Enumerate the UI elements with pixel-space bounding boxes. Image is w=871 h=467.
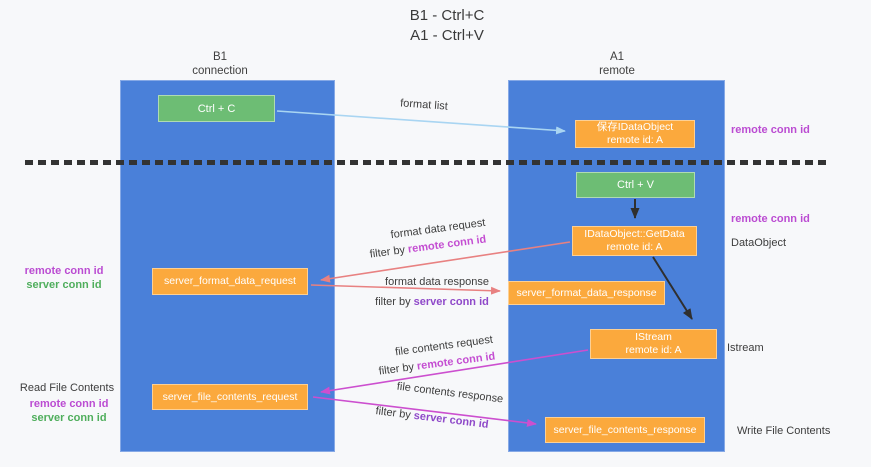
server-file-contents-request-box: server_file_contents_request — [152, 384, 308, 410]
save-idataobject-line2: remote id: A — [606, 134, 664, 146]
istream-note: Istream — [727, 342, 764, 354]
remote-conn-id-note: remote conn id — [24, 265, 104, 277]
read-file-contents-label: Read File Contents — [19, 382, 115, 394]
filter-by-text: filter by — [369, 244, 406, 261]
file-contents-response-label: file contents response — [396, 380, 504, 406]
filter-by-text: filter by — [374, 405, 412, 422]
dashed-divider-line — [25, 160, 831, 165]
server-format-data-request-box: server_format_data_request — [152, 268, 308, 295]
ctrl-c-box: Ctrl + C — [158, 95, 275, 122]
server-conn-id-keyword: server conn id — [413, 296, 489, 308]
write-file-contents-label: Write File Contents — [737, 425, 831, 437]
lifeline-a1-role: remote — [599, 65, 635, 77]
filter-by-text: filter by — [378, 361, 415, 378]
title-line-2: A1 - Ctrl+V — [410, 27, 484, 44]
server-format-data-request-label: server_format_data_request — [164, 275, 296, 287]
format-list-label: format list — [399, 97, 449, 113]
left-conn-id-legend-top: remote conn id server conn id — [16, 264, 112, 292]
server-file-contents-request-label: server_file_contents_request — [162, 390, 298, 403]
remote-conn-id-note: remote conn id — [29, 398, 109, 410]
filter-by-text: filter by — [375, 296, 411, 308]
server-file-contents-response-box: server_file_contents_response — [545, 417, 705, 443]
diagram-title: B1 - Ctrl+C A1 - Ctrl+V — [347, 6, 547, 46]
dataobject-note: DataObject — [731, 237, 787, 249]
idataobject-getdata-box: IDataObject::GetData remote id: A — [572, 226, 697, 256]
ctrl-c-label: Ctrl + C — [197, 102, 236, 115]
ctrl-v-box: Ctrl + V — [576, 172, 695, 198]
lifeline-b1-role: connection — [192, 65, 248, 77]
server-file-contents-response-label: server_file_contents_response — [553, 423, 697, 436]
server-conn-id-note: server conn id — [31, 412, 107, 424]
filter-by-server-conn-id-label-1: filter by server conn id — [375, 296, 489, 308]
remote-conn-id-note-mid: remote conn id — [731, 213, 810, 225]
istream-line1: IStream — [635, 331, 672, 343]
filter-by-remote-conn-id-label-1: filter by remote conn id — [369, 233, 487, 260]
server-conn-id-keyword: server conn id — [413, 409, 490, 431]
ctrl-v-label: Ctrl + V — [617, 179, 654, 191]
istream-box: IStream remote id: A — [590, 329, 717, 359]
getdata-line1: IDataObject::GetData — [584, 228, 685, 240]
istream-line2: remote id: A — [625, 344, 682, 356]
server-conn-id-note: server conn id — [26, 279, 102, 291]
format-data-response-label: format data response — [385, 276, 489, 288]
filter-by-server-conn-id-label-2: filter by server conn id — [375, 405, 489, 431]
lifeline-header-a1: A1 remote — [517, 50, 717, 78]
save-idataobject-box: 保存IDataObject remote id: A — [575, 120, 695, 148]
lifeline-a1-name: A1 — [609, 51, 625, 63]
getdata-line2: remote id: A — [606, 241, 663, 253]
lifeline-b1-name: B1 — [212, 51, 228, 63]
save-idataobject-line1: 保存IDataObject — [596, 121, 674, 133]
title-line-1: B1 - Ctrl+C — [409, 7, 485, 24]
left-conn-id-legend-bottom: remote conn id server conn id — [20, 397, 118, 425]
server-format-data-response-label: server_format_data_response — [516, 286, 657, 299]
lifeline-header-b1: B1 connection — [120, 50, 320, 78]
remote-conn-id-note-top: remote conn id — [731, 124, 810, 136]
server-format-data-response-box: server_format_data_response — [508, 281, 665, 305]
